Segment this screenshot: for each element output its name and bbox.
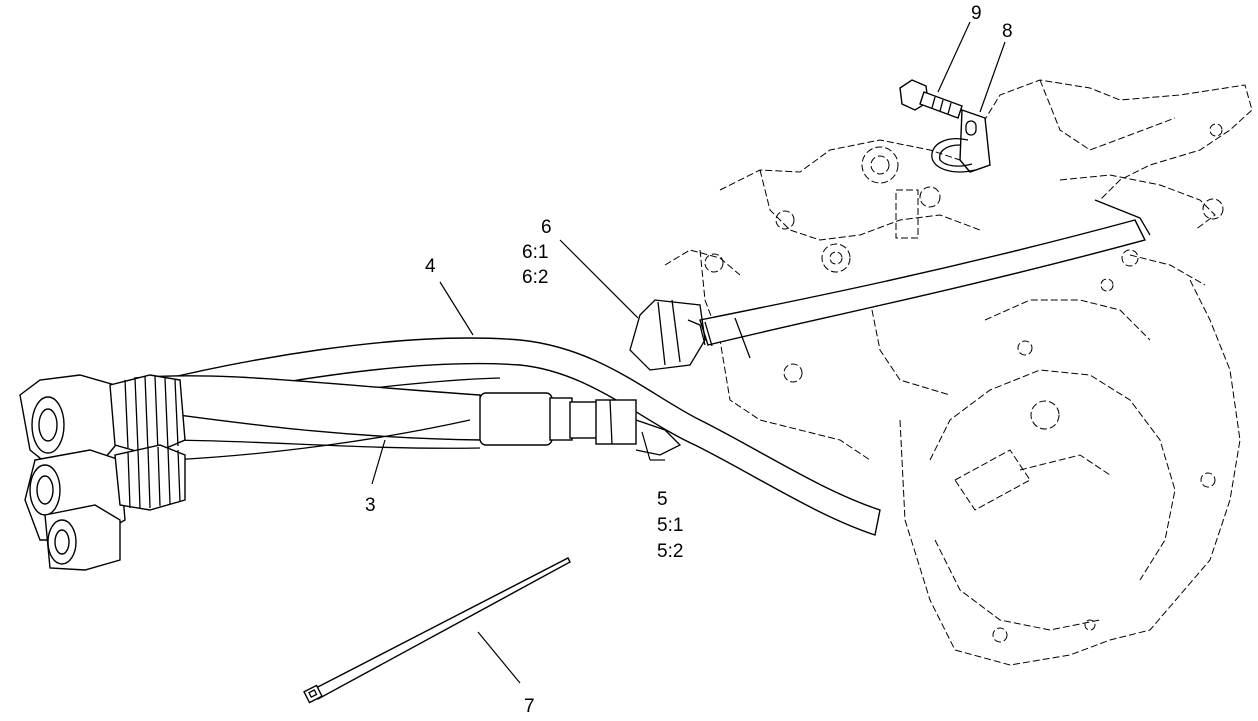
leader-5 [641,431,651,461]
callout-6-2: 6:2 [522,267,548,288]
callout-labels: 3 4 5 5:1 5:2 6 6:1 6:2 7 8 9 [365,3,1013,717]
leader-9 [937,21,971,93]
callout-5-2: 5:2 [657,541,683,562]
left-fittings [19,374,186,571]
leader-6 [559,239,639,319]
pump-housing [664,79,1253,666]
leader-3 [371,439,386,485]
callout-5-1: 5:1 [657,515,683,536]
clamp-part-8 [931,109,991,173]
callout-4: 4 [425,256,436,277]
callout-5: 5 [657,489,668,510]
leader-lines [371,21,1006,684]
leader-8 [979,41,1006,113]
hose-6 [629,199,1151,371]
bolt-part-9 [899,79,963,119]
leader-7 [477,631,521,684]
callout-6: 6 [541,217,552,238]
cable-tie-part-7 [303,557,571,704]
leader-4 [439,281,474,336]
callout-7: 7 [524,696,535,717]
hose-3 [134,375,682,461]
callout-3: 3 [365,495,376,516]
callout-8: 8 [1002,21,1013,42]
callout-6-1: 6:1 [522,242,548,263]
callout-9: 9 [971,3,982,24]
